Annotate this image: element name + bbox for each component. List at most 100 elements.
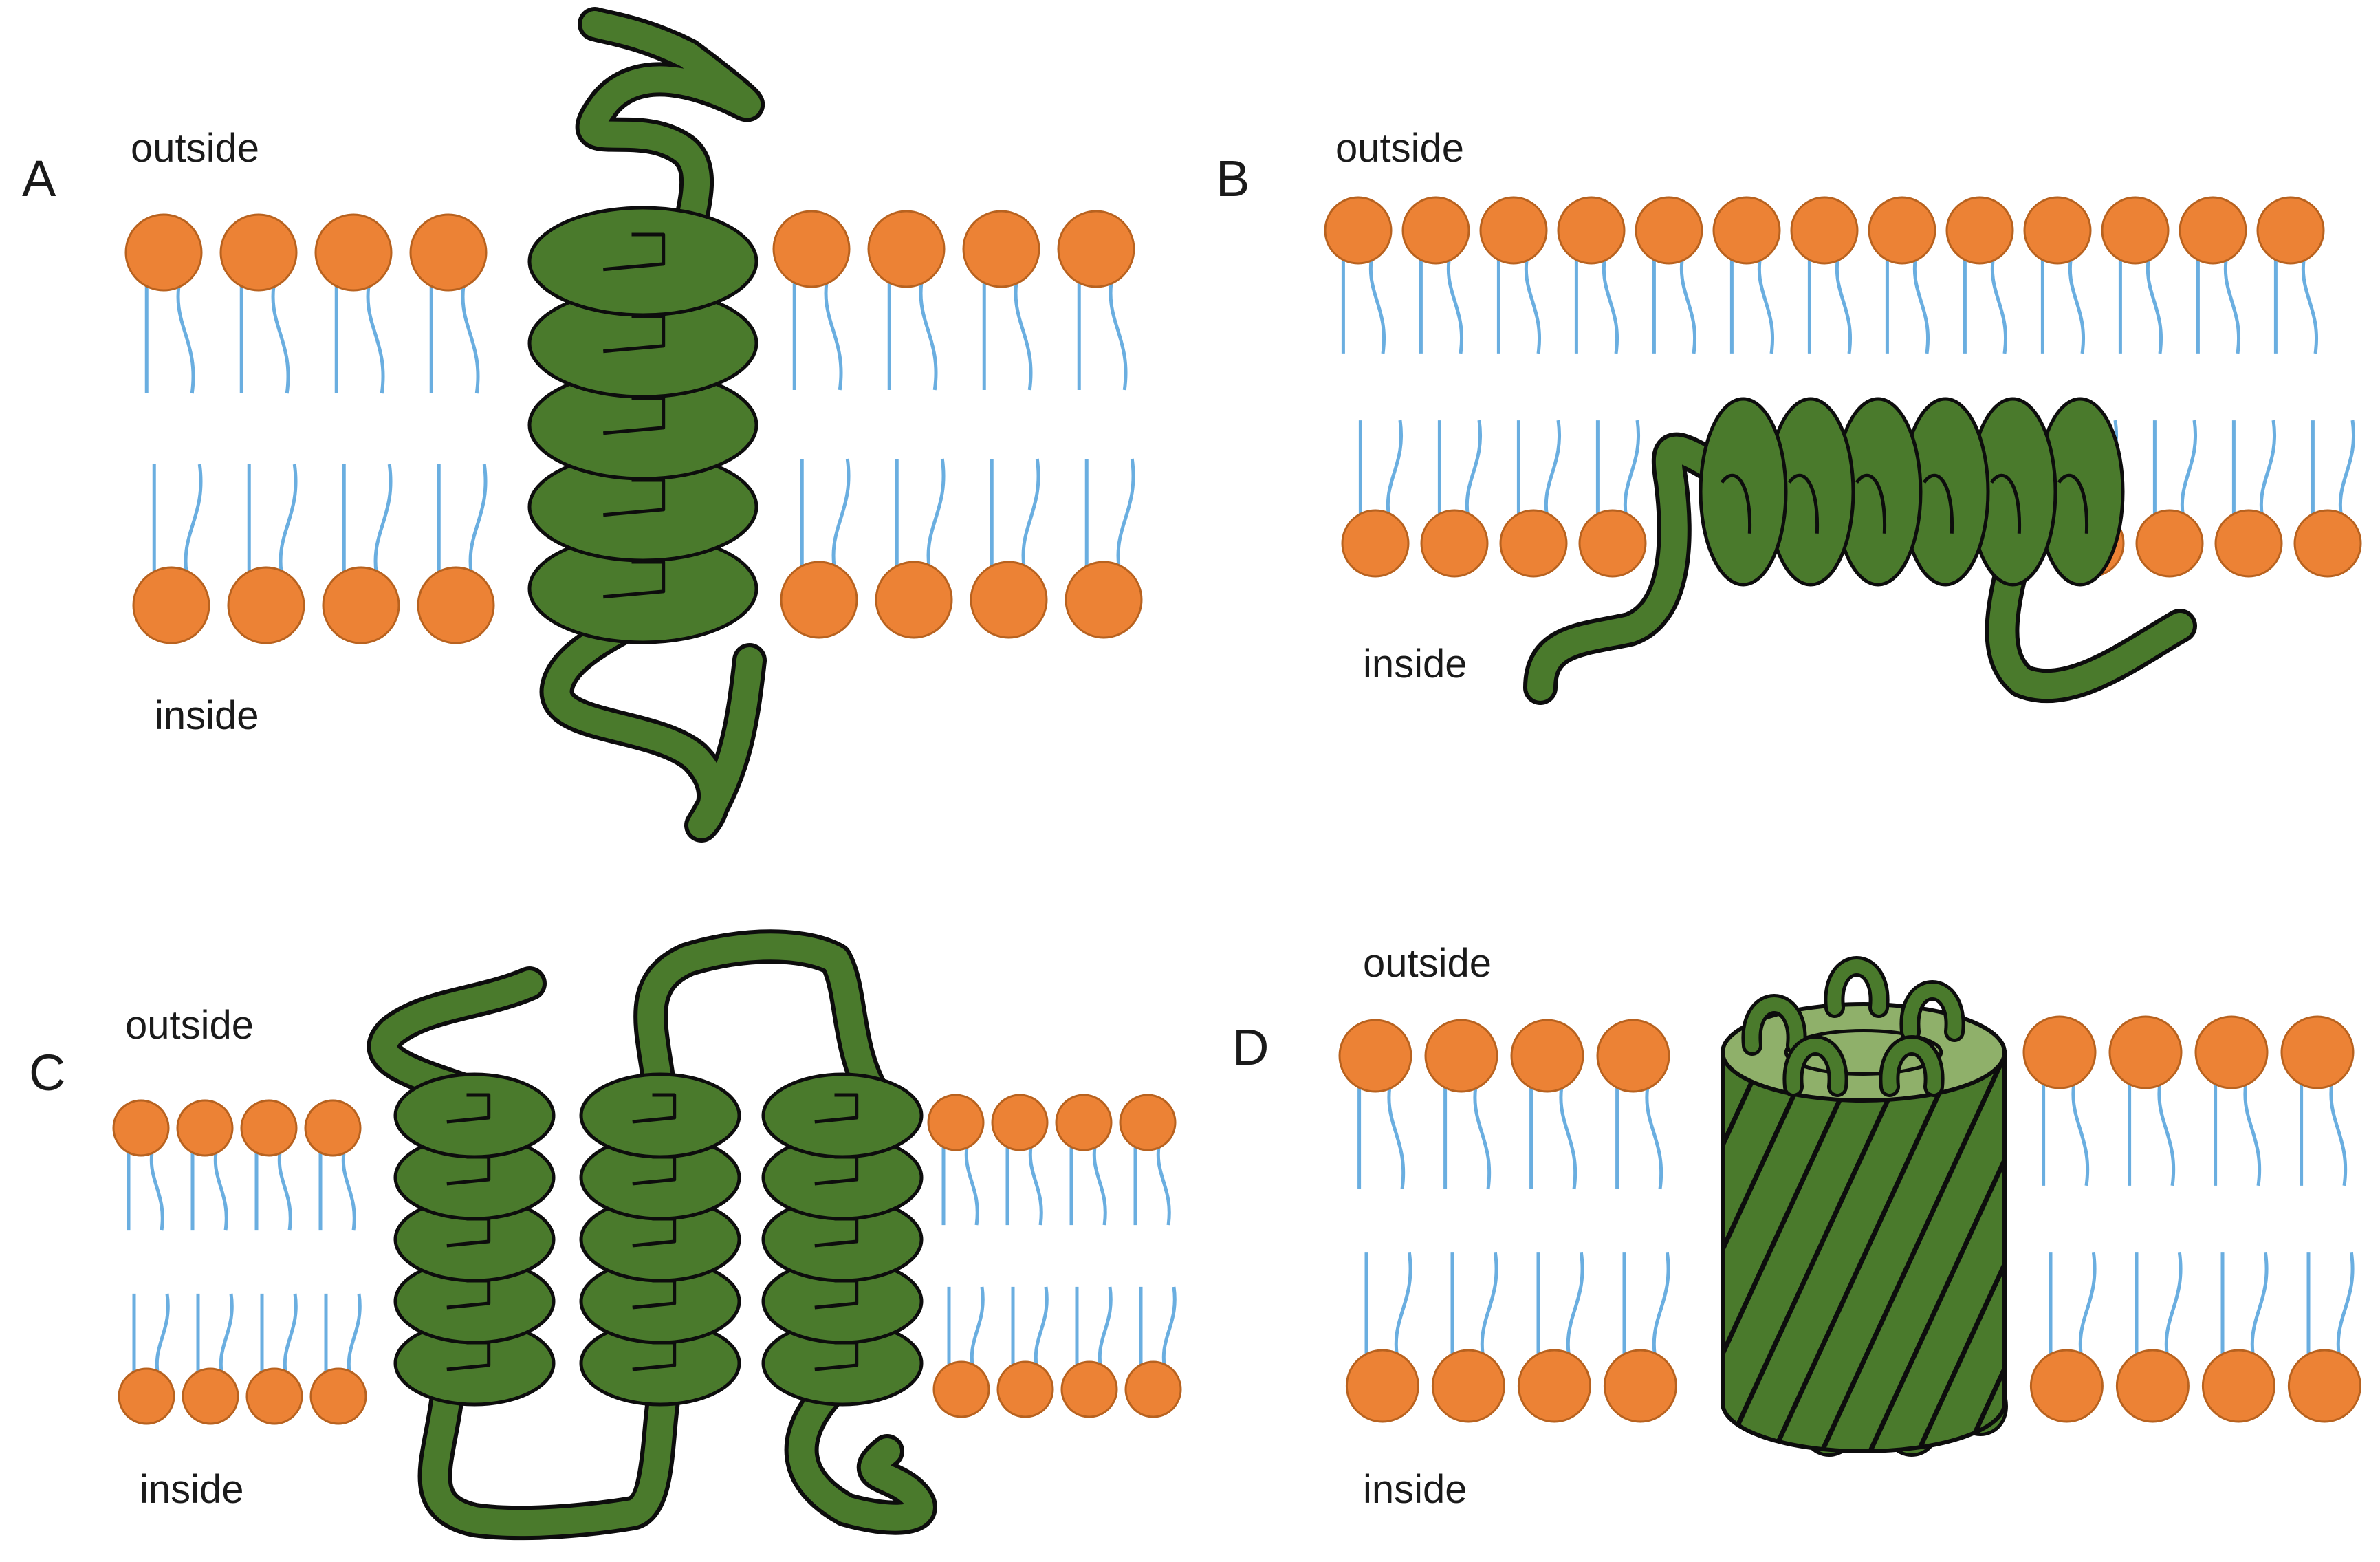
lipid-tail [1990, 250, 2007, 354]
panel-c-outside-label: outside [125, 1003, 254, 1048]
lipid-tail [1524, 250, 1541, 354]
panel-c-intracellular-loop [422, 1383, 677, 1537]
lipid-head [2214, 509, 2283, 578]
lipid-tail [1156, 1138, 1171, 1226]
lipid-tail [2329, 1073, 2348, 1186]
lipid-tail [149, 1144, 164, 1231]
panel-c: C outside inside [29, 929, 1182, 1541]
lipid-head [996, 1360, 1054, 1418]
lipid-tail [2259, 420, 2276, 524]
panel-a-bilayer-left [124, 213, 495, 644]
lipid-head [1401, 196, 1470, 265]
lipid-tail [347, 1293, 362, 1380]
lipid-head [1578, 509, 1647, 578]
panel-a-inside-label: inside [155, 693, 259, 738]
panel-a-letter: A [22, 150, 56, 207]
panel-a-outside-label: outside [131, 126, 259, 171]
lipid-tail [2164, 1252, 2183, 1365]
panel-a: A outside inside [22, 7, 1143, 843]
panel-d-outside-label: outside [1363, 941, 1492, 986]
lipid-tail [213, 1144, 228, 1231]
panel-c-helix-1 [393, 1072, 556, 1407]
lipid-head [182, 1367, 239, 1425]
panel-c-inside-label: inside [140, 1467, 244, 1512]
lipid-head [1635, 196, 1703, 265]
lipid-tail [1566, 1252, 1584, 1365]
lipid-tail [1387, 1076, 1406, 1190]
lipid-tail [1480, 1252, 1498, 1365]
lipid-head [1868, 196, 1936, 265]
lipid-tail [2078, 1252, 2097, 1365]
lipid-tail [1368, 250, 1386, 354]
panel-a-helix [527, 206, 758, 644]
lipid-head [2280, 1015, 2355, 1089]
lipid-tail [2068, 250, 2085, 354]
lipid-head [991, 1094, 1049, 1151]
barrel-strand [1816, 1052, 2005, 1451]
lipid-head [1420, 509, 1489, 578]
lipid-tail [926, 458, 946, 578]
lipid-head [2022, 1015, 2097, 1089]
lipid-tail [184, 464, 203, 583]
panel-b-top-leaflet [1324, 196, 2325, 354]
panel-a-bilayer-right [772, 210, 1143, 639]
lipid-tail [2250, 1252, 2269, 1365]
panel-c-letter: C [29, 1044, 65, 1101]
lipid-head [2293, 509, 2362, 578]
lipid-head [1596, 1019, 1670, 1093]
lipid-tail [1465, 420, 1482, 524]
lipid-tail [1544, 420, 1561, 524]
panel-b: B outside inside [1216, 126, 2362, 705]
lipid-head [2108, 1015, 2183, 1089]
lipid-head [2201, 1349, 2275, 1423]
panel-c-extracellular-loop-2 [637, 933, 886, 1107]
lipid-tail [279, 464, 298, 583]
lipid-head [962, 210, 1040, 288]
lipid-head [1057, 210, 1135, 288]
lipid-head [875, 561, 953, 639]
lipid-tail [1161, 1286, 1177, 1374]
lipid-head [867, 210, 946, 288]
helix-turn [527, 206, 758, 317]
lipid-head [2115, 1349, 2190, 1423]
lipid-tail [2338, 420, 2355, 524]
lipid-tail [1645, 1076, 1663, 1190]
lipid-tail [1473, 1076, 1492, 1190]
lipid-head [227, 566, 305, 644]
lipid-head [309, 1367, 367, 1425]
lipid-tail [176, 274, 195, 394]
helix-turn [393, 1072, 556, 1159]
panel-b-n-terminal-strand [1527, 436, 1739, 701]
lipid-tail [2223, 250, 2240, 354]
lipid-head [2179, 196, 2247, 265]
lipid-head [1055, 1094, 1113, 1151]
lipid-head [932, 1360, 990, 1418]
lipid-head [2101, 196, 2170, 265]
lipid-tail [2336, 1252, 2355, 1365]
panel-b-helix [1699, 397, 2125, 587]
lipid-tail [366, 274, 385, 394]
lipid-tail [824, 271, 843, 391]
panel-d-bilayer-left [1338, 1019, 1677, 1423]
lipid-tail [1559, 1076, 1577, 1190]
lipid-head [1712, 196, 1781, 265]
lipid-tail [1602, 250, 1619, 354]
helix-backbone [1787, 473, 1820, 534]
lipid-head [2194, 1015, 2269, 1089]
lipid-tail [271, 274, 290, 394]
lipid-tail [1757, 250, 1774, 354]
lipid-tail [1835, 250, 1852, 354]
lipid-head [1945, 196, 2014, 265]
panel-c-bilayer-left [112, 1099, 367, 1425]
lipid-head [970, 561, 1048, 639]
barrel-strand [1723, 1052, 1787, 1451]
panel-d-beta-barrel [1721, 956, 2008, 1457]
lipid-tail [2157, 1073, 2176, 1186]
lipid-tail [341, 1144, 356, 1231]
helix-backbone [1720, 473, 1752, 534]
helix-backbone [2057, 473, 2089, 534]
helix-backbone [632, 1093, 677, 1124]
lipid-tail [277, 1144, 292, 1231]
lipid-head [2023, 196, 2092, 265]
lipid-head [132, 566, 210, 644]
